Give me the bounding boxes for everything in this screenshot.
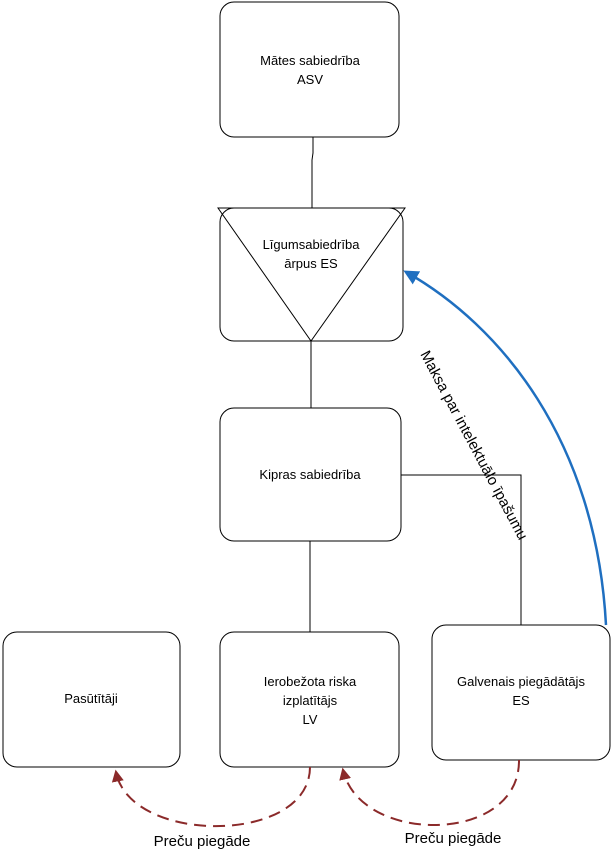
node-main-supplier: Galvenais piegādātājs ES xyxy=(431,624,611,761)
node-customers: Pasūtītāji xyxy=(2,631,181,768)
node-label: ES xyxy=(512,693,530,708)
node-label: ASV xyxy=(297,72,323,87)
node-box xyxy=(219,407,402,542)
node-label: LV xyxy=(303,712,318,727)
node-parent-company: Mātes sabiedrība ASV xyxy=(219,1,400,138)
delivery-label-right: Preču piegāde xyxy=(405,830,502,847)
node-label: Pasūtītāji xyxy=(64,691,118,706)
node-distributor: Ierobežota riska izplatītājs LV xyxy=(219,631,400,768)
node-box xyxy=(219,207,404,342)
connector-parent-contract xyxy=(311,137,314,208)
node-label: izplatītājs xyxy=(283,693,338,708)
node-label: Kipras sabiedrība xyxy=(259,467,361,482)
node-label: Ierobežota riska xyxy=(264,674,357,689)
node-box xyxy=(219,1,400,138)
delivery-arrow-to-customers xyxy=(111,766,311,828)
node-contract-company: Līgumsabiedrība ārpus ES xyxy=(217,207,406,342)
node-label: Mātes sabiedrība xyxy=(260,53,360,68)
connector-cyprus-supplier xyxy=(401,474,522,625)
delivery-arrow-to-distributor xyxy=(339,759,521,826)
node-box xyxy=(2,631,181,768)
delivery-label-left: Preču piegāde xyxy=(154,833,251,850)
node-label: ārpus ES xyxy=(284,256,338,271)
triangle-shape xyxy=(217,207,406,342)
node-label: Galvenais piegādātājs xyxy=(457,674,585,689)
node-cyprus-company: Kipras sabiedrība xyxy=(219,407,402,542)
connectors xyxy=(309,137,522,632)
node-box xyxy=(431,624,611,761)
ip-fee-arrow xyxy=(403,270,608,626)
ip-fee-label: Maksa par intelektuālo īpašumu xyxy=(416,348,530,543)
node-label: Līgumsabiedrība xyxy=(263,237,361,252)
